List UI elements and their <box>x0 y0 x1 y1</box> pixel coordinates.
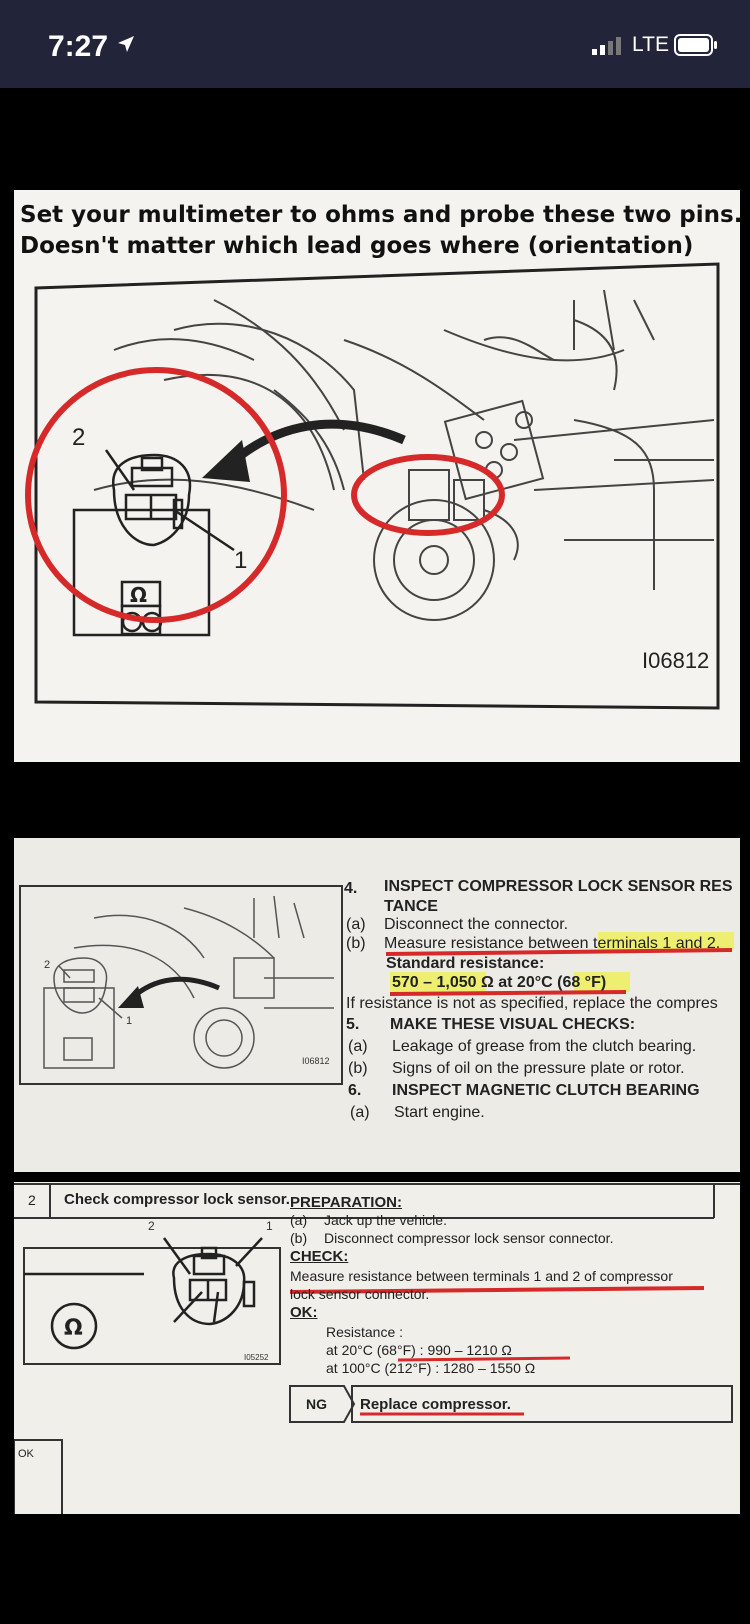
pin-label-2: 2 <box>72 424 85 451</box>
step4-number: 4. <box>344 880 358 897</box>
step5-b-text: Signs of oil on the pressure plate or ro… <box>392 1060 685 1077</box>
step4-title-continued: TANCE <box>384 898 438 915</box>
step-number: 2 <box>28 1192 36 1208</box>
ohm-symbol: Ω <box>64 1316 83 1341</box>
status-time: 7:27 <box>48 30 109 63</box>
caption-line-2: Doesn't matter which lead goes where (or… <box>20 233 694 259</box>
standard-resistance-value: 570 – 1,050 Ω at 20°C (68 °F) <box>392 974 607 991</box>
prep-b-label: (b) <box>290 1230 308 1246</box>
prep-a-text: Jack up the vehicle. <box>324 1212 447 1228</box>
resistance-label: Resistance : <box>326 1324 404 1340</box>
check-line-1: Measure resistance between terminals 1 a… <box>290 1268 673 1284</box>
photo-manual-page: 2 1 I06812 4. INSPECT COMPRESSOR LOCK SE… <box>14 838 740 1172</box>
pin-label-1: 1 <box>126 1015 132 1027</box>
prep-b-text: Disconnect compressor lock sensor connec… <box>324 1230 614 1246</box>
step6-a-label: (a) <box>350 1104 370 1121</box>
cellular-signal-icon <box>592 37 621 55</box>
pin-label-2: 2 <box>148 1219 155 1233</box>
ok-label: OK: <box>290 1304 318 1321</box>
step5-a-text: Leakage of grease from the clutch bearin… <box>392 1038 697 1055</box>
procedure-frame: Ω 2 1 I05252 <box>14 1183 740 1514</box>
figure-code: I06812 <box>302 1056 330 1066</box>
compressor-diagram: Ω 2 1 I06812 <box>25 262 720 710</box>
standard-resistance-label: Standard resistance: <box>386 955 545 972</box>
ng-action: Replace compressor. <box>360 1396 511 1413</box>
figure-code: I05252 <box>244 1353 269 1362</box>
step6-title: INSPECT MAGNETIC CLUTCH BEARING <box>392 1082 700 1099</box>
step6-number: 6. <box>348 1082 362 1099</box>
caption-line-1: Set your multimeter to ohms and probe th… <box>20 202 740 228</box>
step4-b-text: Measure resistance between terminals 1 a… <box>384 935 721 952</box>
pin-label-1: 1 <box>266 1219 273 1233</box>
step4-title: INSPECT COMPRESSOR LOCK SENSOR RES <box>384 878 733 895</box>
photo-annotated-diagram: Set your multimeter to ohms and probe th… <box>14 190 740 762</box>
check-line-2: lock sensor connector. <box>290 1286 430 1302</box>
step4-a-label: (a) <box>346 916 366 933</box>
photo-caption: Set your multimeter to ohms and probe th… <box>20 200 740 262</box>
step5-b-label: (b) <box>348 1060 368 1077</box>
ok-footer-label: OK <box>18 1448 34 1460</box>
ng-label: NG <box>306 1396 327 1412</box>
step6-a-text: Start engine. <box>394 1104 485 1121</box>
battery-icon <box>674 34 717 56</box>
pin-label-2: 2 <box>44 959 50 971</box>
prep-a-label: (a) <box>290 1212 308 1228</box>
step-title: Check compressor lock sensor. <box>64 1191 290 1208</box>
pin-label-1: 1 <box>234 547 247 574</box>
status-bar: 7:27 LTE <box>0 0 750 88</box>
network-type-label: LTE <box>632 33 669 56</box>
step4-b-label: (b) <box>346 935 366 952</box>
location-arrow-icon <box>118 36 134 52</box>
check-label: CHECK: <box>290 1248 349 1265</box>
step4-a-text: Disconnect the connector. <box>384 916 569 933</box>
if-resistance-text: If resistance is not as specified, repla… <box>346 995 718 1012</box>
resistance-100c: at 100°C (212°F) : 1280 – 1550 Ω <box>326 1360 536 1376</box>
figure-code: I06812 <box>642 648 709 673</box>
photo-check-procedure: Ω 2 1 I05252 2 Check compressor lock sen… <box>14 1182 740 1514</box>
step5-number: 5. <box>346 1016 360 1033</box>
step5-a-label: (a) <box>348 1038 368 1055</box>
resistance-20c: at 20°C (68°F) : 990 – 1210 Ω <box>326 1342 512 1358</box>
preparation-label: PREPARATION: <box>290 1194 402 1211</box>
manual-diagram: 2 1 I06812 <box>19 885 734 1085</box>
ohm-symbol: Ω <box>130 583 147 607</box>
step5-title: MAKE THESE VISUAL CHECKS: <box>390 1016 636 1033</box>
